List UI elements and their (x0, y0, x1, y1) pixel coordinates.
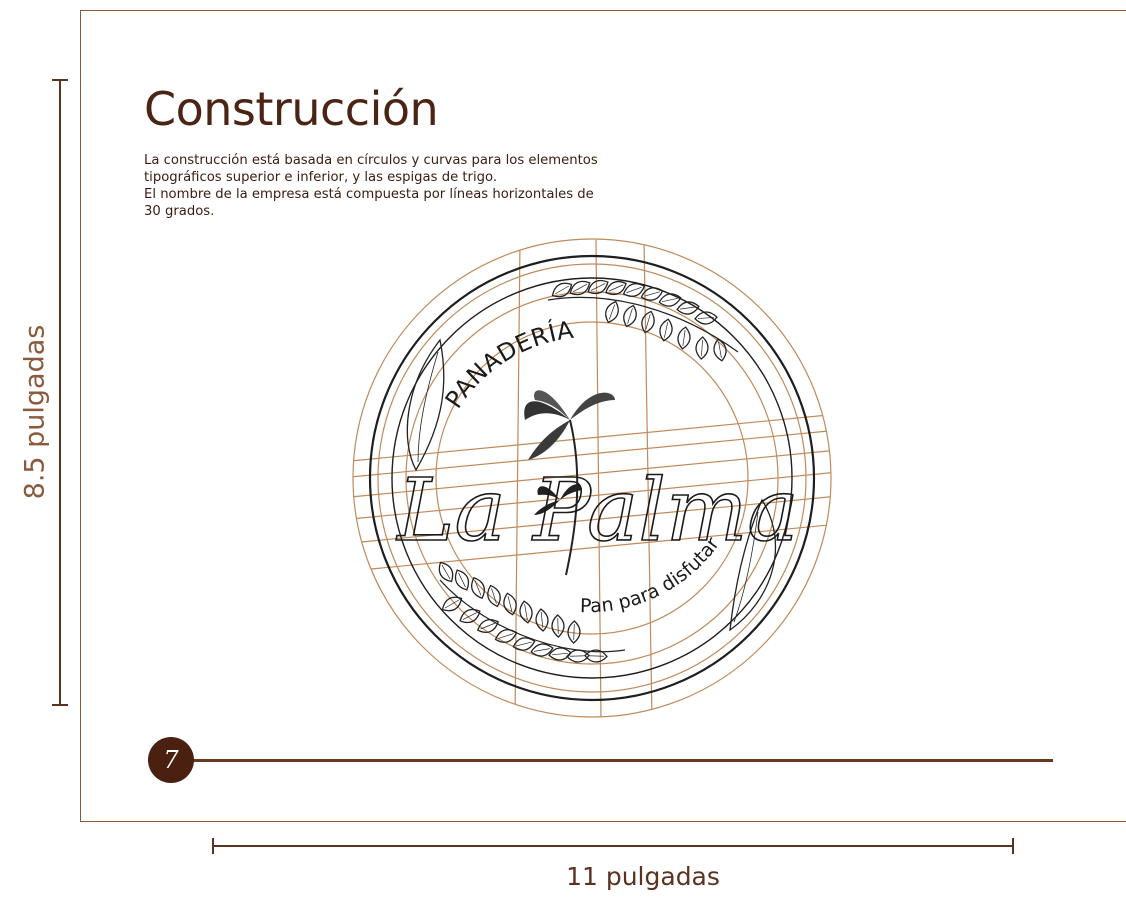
construction-description: La construcción está basada en círculos … (144, 152, 654, 220)
guide-lines (353, 239, 831, 717)
logo-name-script: La Palma (395, 461, 798, 561)
width-dimension-label: 11 pulgadas (566, 862, 720, 891)
guide-circle (377, 263, 807, 693)
description-line: El nombre de la empresa está compuesta p… (144, 187, 594, 202)
palm-tree-icon (524, 390, 615, 576)
height-dimension-line (52, 79, 68, 706)
description-line: tipográficos superior e inferior, y las … (144, 170, 498, 185)
wheat-ear-bottom (434, 558, 626, 664)
logo-rings (368, 254, 816, 702)
description-line: 30 grados. (144, 204, 215, 219)
description-line: La construcción está basada en círculos … (144, 153, 598, 168)
guide-circle (435, 321, 749, 635)
construction-guides (352, 238, 832, 718)
logo-ring-outer (368, 254, 816, 702)
page-frame (80, 10, 1126, 822)
height-dimension-label: 8.5 pulgadas (19, 324, 51, 500)
logo-top-text: PANADERÍA (440, 316, 576, 414)
guide-circle-outer (352, 238, 832, 718)
page-footer-rule (190, 759, 1053, 762)
page-number-badge: 7 (148, 737, 194, 783)
page-title: Construcción (144, 82, 439, 136)
leaf-right (729, 498, 777, 632)
leaf-left (406, 338, 445, 472)
width-dimension-line (212, 838, 1014, 854)
logo-ring-inner (391, 277, 793, 679)
wheat-ear-top (547, 276, 739, 363)
